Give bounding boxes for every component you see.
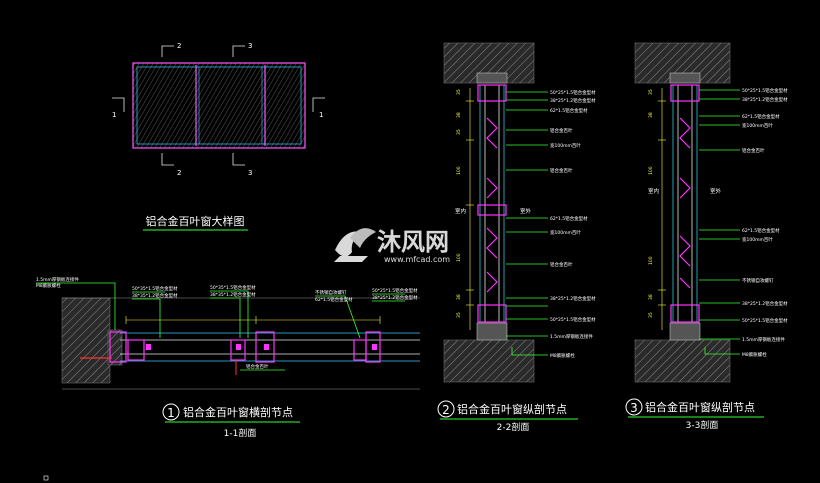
s2-note-0: 50*25*1.5铝合金型材 xyxy=(550,89,596,96)
window-elevation: 2 3 2 3 1 1 铝合金百叶窗大样图 xyxy=(112,42,325,231)
section-2-drawing xyxy=(443,42,548,383)
s1-number: 1 xyxy=(167,406,175,420)
s2-dim-1: 38 xyxy=(456,112,462,118)
section-2-annotations: 35 38 35 100 100 38 35 室内 室外 50*25*1.5铝合… xyxy=(455,89,596,359)
section-2-title: 2 铝合金百叶窗纵剖节点 2-2剖面 xyxy=(437,400,578,433)
s2-note-7: 宽100mm百叶 xyxy=(550,229,581,236)
s3-out-label: 室外 xyxy=(710,187,722,195)
section-3-title: 3 铝合金百叶窗纵剖节点 3-3剖面 xyxy=(625,398,764,431)
s2-number: 2 xyxy=(442,403,450,417)
section-3-annotations: 35 38 100 100 38 35 室内 室外 50*25*1.5铝合金型材… xyxy=(648,87,788,358)
s3-subtitle: 3-3剖面 xyxy=(686,419,719,431)
s2-dim-6: 35 xyxy=(456,312,462,318)
watermark-logo-icon xyxy=(334,228,376,262)
s1-note-8: 50*25*1.5铝合金型材 xyxy=(372,287,418,294)
s2-out-label: 室外 xyxy=(520,207,532,215)
tag-left: 1 xyxy=(112,111,116,119)
s2-note-2: 62*1.5铝合金型材 xyxy=(550,107,588,114)
s3-note-3: 宽100mm百叶 xyxy=(742,122,773,129)
s3-dim-5: 35 xyxy=(648,312,654,318)
s2-note-12: M8膨胀螺栓 xyxy=(550,352,575,359)
s3-note-7: 不锈钢自攻螺钉 xyxy=(742,277,774,284)
s1-title: 铝合金百叶窗横剖节点 xyxy=(183,405,293,419)
s2-dim-4: 100 xyxy=(456,253,462,262)
s3-note-11: M8膨胀螺栓 xyxy=(742,351,767,358)
s2-note-8: 铝合金百叶 xyxy=(550,261,573,268)
s2-dim-0: 35 xyxy=(456,89,462,95)
s3-room-label: 室内 xyxy=(648,187,659,195)
s2-title: 铝合金百叶窗纵剖节点 xyxy=(457,402,567,416)
s2-note-1: 38*25*1.2铝合金型材 xyxy=(550,97,596,104)
s2-dim-5: 38 xyxy=(456,294,462,300)
s3-note-0: 50*25*1.5铝合金型材 xyxy=(742,87,788,94)
s1-note-5: 38*35*1.2铝合金型材 xyxy=(210,291,256,298)
s1-note-2: 50*35*1.5铝合金型材 xyxy=(132,285,178,292)
s3-note-6: 宽100mm百叶 xyxy=(742,236,773,243)
s2-note-9: 38*25*1.2铝合金型材 xyxy=(550,295,596,302)
s2-note-5: 铝合金百叶 xyxy=(550,167,573,174)
s1-note-6: 不锈钢自攻螺钉 xyxy=(315,289,347,296)
s3-dim-4: 38 xyxy=(648,294,654,300)
s3-note-9: 50*25*1.5铝合金型材 xyxy=(742,317,788,324)
section-1-notes: 1.5mm厚钢板连接件 M8膨胀螺栓 50*35*1.5铝合金型材 38*35*… xyxy=(36,276,418,370)
s3-note-8: 38*25*1.2铝合金型材 xyxy=(742,300,788,307)
s2-note-3: 铝合金百叶 xyxy=(550,127,573,134)
s2-note-6: 62*1.5铝合金型材 xyxy=(550,215,588,222)
elevation-title: 铝合金百叶窗大样图 xyxy=(146,214,245,228)
s1-note-7: 62*1.5铝合金型材 xyxy=(315,296,353,303)
watermark: 沐风网 www.mfcad.com xyxy=(334,228,450,264)
s3-dim-1: 38 xyxy=(648,112,654,118)
s3-title: 铝合金百叶窗纵剖节点 xyxy=(645,400,755,414)
s1-note-0: 1.5mm厚钢板连接件 xyxy=(36,276,79,283)
s3-number: 3 xyxy=(630,401,638,415)
tag-bottom-right: 3 xyxy=(248,169,252,177)
section-3-drawing xyxy=(634,42,740,383)
s1-note-9: 38*25*1.2铝合金型材 xyxy=(372,294,418,301)
s2-note-4: 宽100mm百叶 xyxy=(550,142,581,149)
s2-note-10: 50*25*1.5铝合金型材 xyxy=(550,316,596,323)
watermark-url: www.mfcad.com xyxy=(384,255,450,264)
s2-subtitle: 2-2剖面 xyxy=(497,421,530,433)
s3-note-1: 38*25*1.2铝合金型材 xyxy=(742,96,788,103)
s3-dim-2: 100 xyxy=(648,166,654,175)
s2-dim-3: 100 xyxy=(456,166,462,175)
section-1-title: 1 铝合金百叶窗横剖节点 1-1剖面 xyxy=(162,403,300,439)
s1-note-3: 38*35*1.2铝合金型材 xyxy=(132,292,178,299)
s2-note-11: 1.5mm厚钢板连接件 xyxy=(550,333,593,340)
tag-bottom-left: 2 xyxy=(177,169,181,177)
corner-marker xyxy=(43,475,49,481)
s3-dim-0: 35 xyxy=(648,89,654,95)
s3-dim-3: 100 xyxy=(648,256,654,265)
s3-note-2: 62*1.5铝合金型材 xyxy=(742,113,780,120)
s2-dim-2: 35 xyxy=(456,129,462,135)
s1-note-10: 铝合金百叶 xyxy=(246,363,269,370)
s1-subtitle: 1-1剖面 xyxy=(224,427,257,439)
tag-right: 1 xyxy=(319,111,323,119)
s1-note-4: 50*35*1.5铝合金型材 xyxy=(210,284,256,291)
s3-note-5: 62*1.5铝合金型材 xyxy=(742,227,780,234)
watermark-brand: 沐风网 xyxy=(377,228,449,256)
tag-top-right: 3 xyxy=(248,42,252,50)
s3-note-10: 1.5mm厚钢板连接件 xyxy=(742,336,785,343)
tag-top-left: 2 xyxy=(177,42,181,50)
s3-note-4: 铝合金百叶 xyxy=(742,147,765,154)
section-1-drawing xyxy=(36,282,420,390)
s1-note-1: M8膨胀螺栓 xyxy=(36,282,61,289)
s2-room-label: 室内 xyxy=(455,207,466,215)
